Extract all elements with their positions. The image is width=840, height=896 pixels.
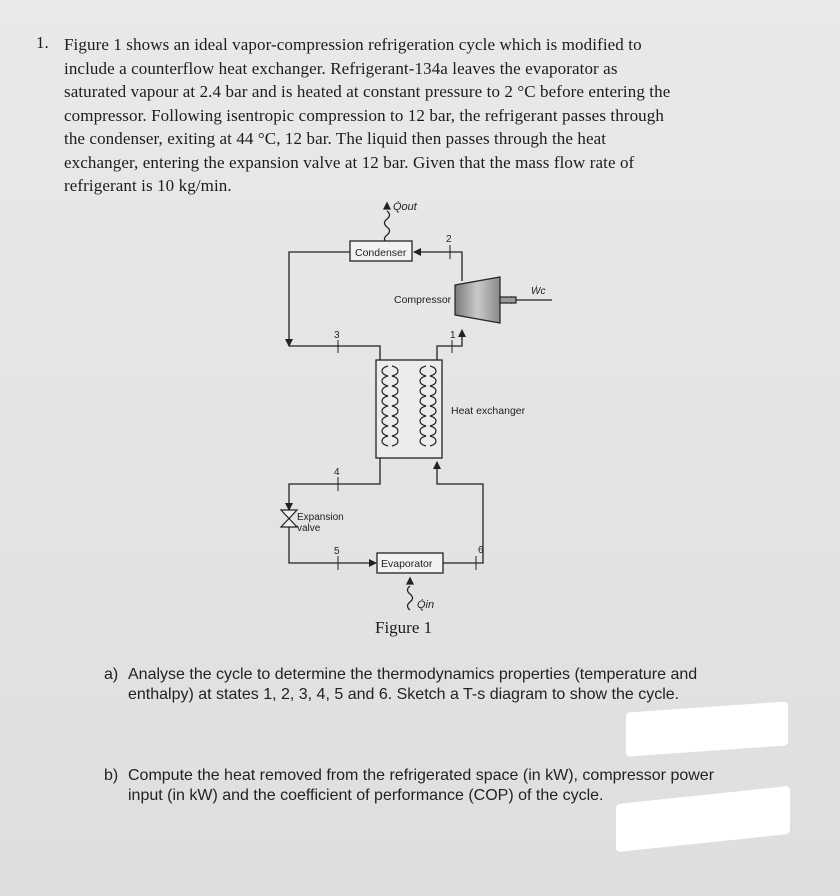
state-6-label: 6: [478, 545, 484, 556]
question-line: exchanger, entering the expansion valve …: [64, 152, 635, 172]
evaporator-label: Evaporator: [381, 558, 433, 570]
question-number: 1.: [36, 33, 49, 52]
condenser-label: Condenser: [355, 247, 407, 259]
question-line: include a counterflow heat exchanger. Re…: [64, 58, 618, 78]
question-line: saturated vapour at 2.4 bar and is heate…: [64, 82, 671, 101]
part-a-text-line-2: enthalpy) at states 1, 2, 3, 4, 5 and 6.…: [128, 686, 680, 703]
state-1-label: 1: [450, 330, 456, 341]
question-text: Figure 1 shows an ideal vapor-compressio…: [64, 33, 788, 198]
question-line: refrigerant is 10 kg/min.: [64, 176, 232, 195]
question-line: the condenser, exiting at 44 °C, 12 bar.…: [64, 129, 607, 148]
refrigeration-cycle-diagram: Q̇out Condenser 2 Compressor Ẇc 3 1 Heat…: [279, 200, 552, 611]
figure-caption: Figure 1: [375, 618, 433, 637]
state-5-label: 5: [334, 546, 340, 557]
state-4-label: 4: [334, 467, 340, 478]
part-a-label: a): [104, 666, 119, 683]
expansion-valve: [279, 509, 299, 528]
state-3-label: 3: [334, 330, 340, 341]
heat-exchanger-label: Heat exchanger: [451, 405, 526, 417]
question-line: compressor. Following isentropic compres…: [64, 105, 664, 125]
compressor: [454, 276, 517, 324]
expansion-valve-label: Expansion: [297, 512, 344, 523]
part-b-text-line-2: input (in kW) and the coefficient of per…: [128, 787, 604, 804]
heat-exchanger-coils: [381, 365, 437, 447]
redaction-mark: [626, 701, 788, 757]
heat-out-arrow: [383, 210, 391, 244]
expansion-valve-label-2: valve: [297, 523, 321, 534]
part-a-text: Analyse the cycle to determine the therm…: [128, 666, 698, 683]
part-b: b) Compute the heat removed from the refr…: [104, 766, 794, 806]
part-a: a) Analyse the cycle to determine the the…: [104, 665, 794, 705]
wc-label: Ẇc: [531, 285, 545, 297]
question-line: Figure 1 shows an ideal vapor-compressio…: [64, 35, 642, 54]
part-b-label: b): [104, 767, 119, 784]
part-b-text: Compute the heat removed from the refrig…: [128, 767, 715, 784]
heat-in-arrow: [406, 585, 414, 611]
q-in-label: Q̇in: [417, 598, 434, 611]
q-out-label: Q̇out: [393, 200, 418, 213]
condenser-box: [349, 240, 413, 262]
state-2-label: 2: [446, 234, 452, 245]
compressor-label: Compressor: [394, 294, 452, 306]
